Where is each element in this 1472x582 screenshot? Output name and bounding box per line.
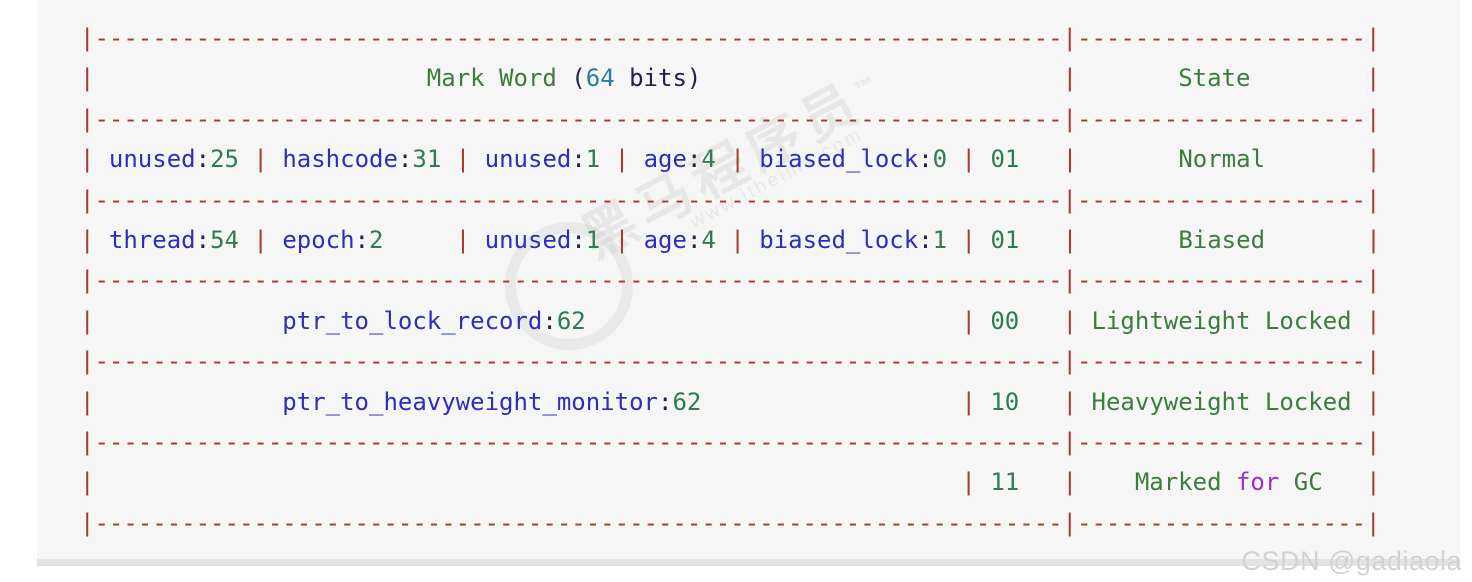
table-divider-line: |---------------------------------------…	[80, 347, 1381, 376]
table-row: | unused:25 | hashcode:31 | unused:1 | a…	[80, 145, 1381, 174]
table-divider-line: |---------------------------------------…	[80, 185, 1381, 214]
table-row: | | 11 | Marked for GC |	[80, 468, 1381, 497]
csdn-watermark: CSDN @gadiaola	[1241, 546, 1462, 576]
table-divider-line: |---------------------------------------…	[80, 24, 1381, 52]
code-block-panel: 黑马程序员™ www.itheima.com |----------------…	[37, 0, 1460, 566]
table-row: | Mark Word (64 bits) | State |	[80, 64, 1381, 93]
table-divider-line: |---------------------------------------…	[80, 266, 1381, 295]
panel-bottom-edge	[37, 559, 1460, 566]
table-divider-line: |---------------------------------------…	[80, 427, 1381, 456]
ascii-table: |---------------------------------------…	[37, 0, 1460, 543]
table-row: | thread:54 | epoch:2 | unused:1 | age:4…	[80, 225, 1381, 254]
table-row: | ptr_to_lock_record:62 | 00 | Lightweig…	[80, 306, 1381, 335]
table-divider-line: |---------------------------------------…	[80, 508, 1381, 537]
table-divider-line: |---------------------------------------…	[80, 104, 1381, 133]
table-row: | ptr_to_heavyweight_monitor:62 | 10 | H…	[80, 387, 1381, 416]
